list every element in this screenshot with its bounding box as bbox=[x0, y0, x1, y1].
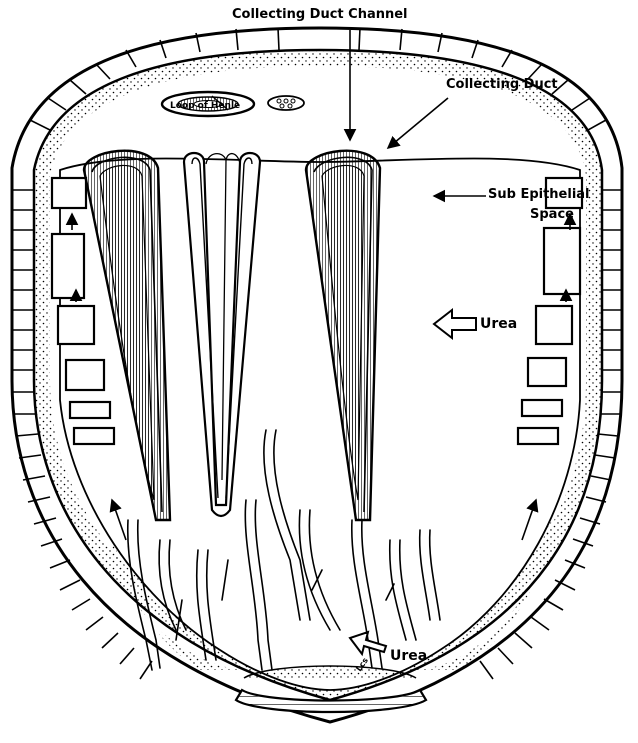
label-collecting-duct: Collecting Duct bbox=[446, 77, 558, 92]
label-space: Space bbox=[530, 207, 574, 222]
label-collecting-duct-channel: Collecting Duct Channel bbox=[232, 7, 408, 22]
label-urea-upper: Urea bbox=[480, 316, 517, 332]
label-urea-lower: Urea bbox=[390, 648, 427, 664]
label-sub-epithelial: Sub Epithelial bbox=[488, 187, 590, 202]
label-loop-of-henle: Loop of Henle bbox=[170, 101, 240, 111]
